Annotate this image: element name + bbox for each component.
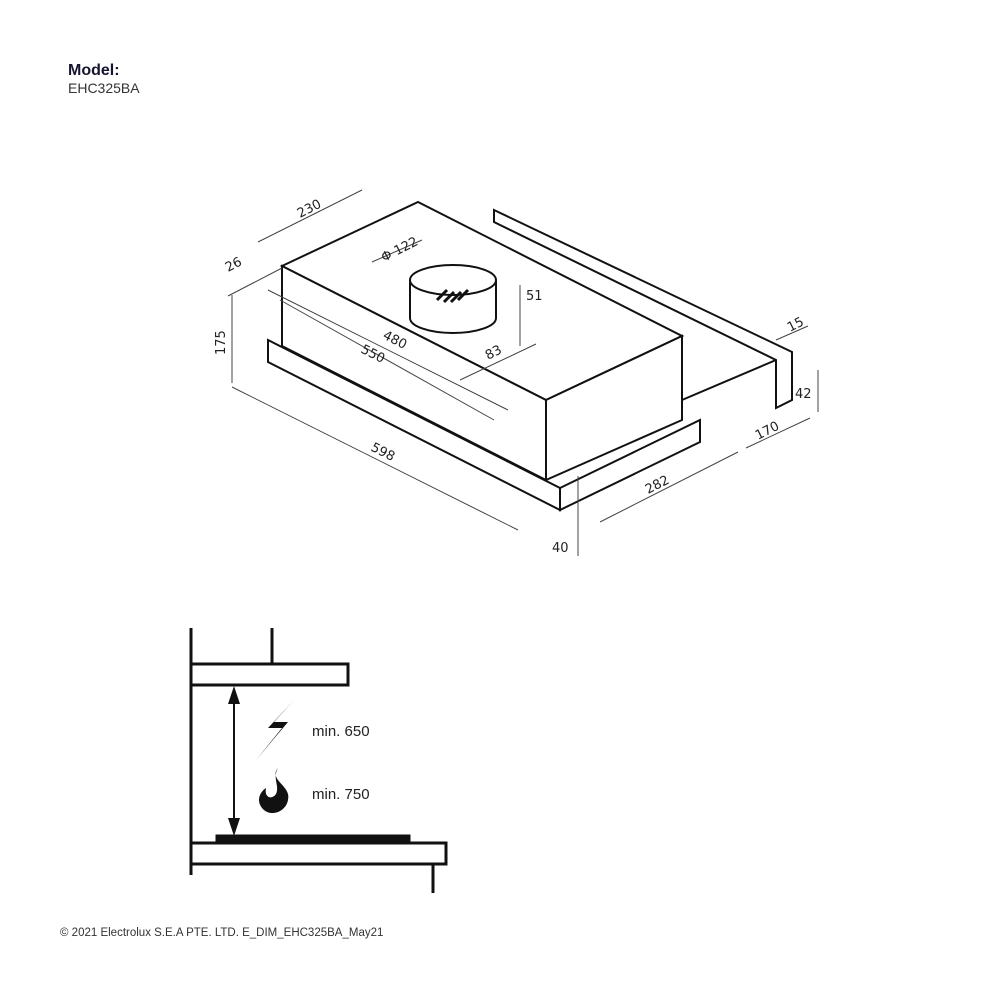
dim-15: 15: [785, 315, 807, 336]
dim-230: 230: [295, 197, 324, 222]
electric-clearance-label: min. 650: [312, 723, 370, 740]
clearance-diagram: [189, 628, 448, 893]
dim-40: 40: [552, 541, 569, 556]
model-label: Model:: [68, 62, 120, 79]
gas-hob-icon: [259, 768, 289, 814]
model-number: EHC325BA: [68, 80, 140, 96]
footer-copyright: © 2021 Electrolux S.E.A PTE. LTD. E_DIM_…: [60, 927, 384, 939]
dim-83: 83: [483, 343, 505, 364]
dim-42: 42: [795, 387, 812, 402]
dim-175: 175: [214, 330, 229, 355]
dim-598: 598: [368, 440, 397, 465]
dim-282: 282: [643, 473, 672, 498]
hood-body: [267, 200, 793, 512]
electric-hob-icon: [256, 700, 294, 760]
dim-51: 51: [526, 289, 543, 304]
dimension-lines: [227, 189, 819, 556]
duct-outlet: [409, 264, 497, 334]
dim-26: 26: [223, 255, 245, 276]
gas-clearance-label: min. 750: [312, 786, 370, 803]
dim-170: 170: [753, 419, 782, 444]
